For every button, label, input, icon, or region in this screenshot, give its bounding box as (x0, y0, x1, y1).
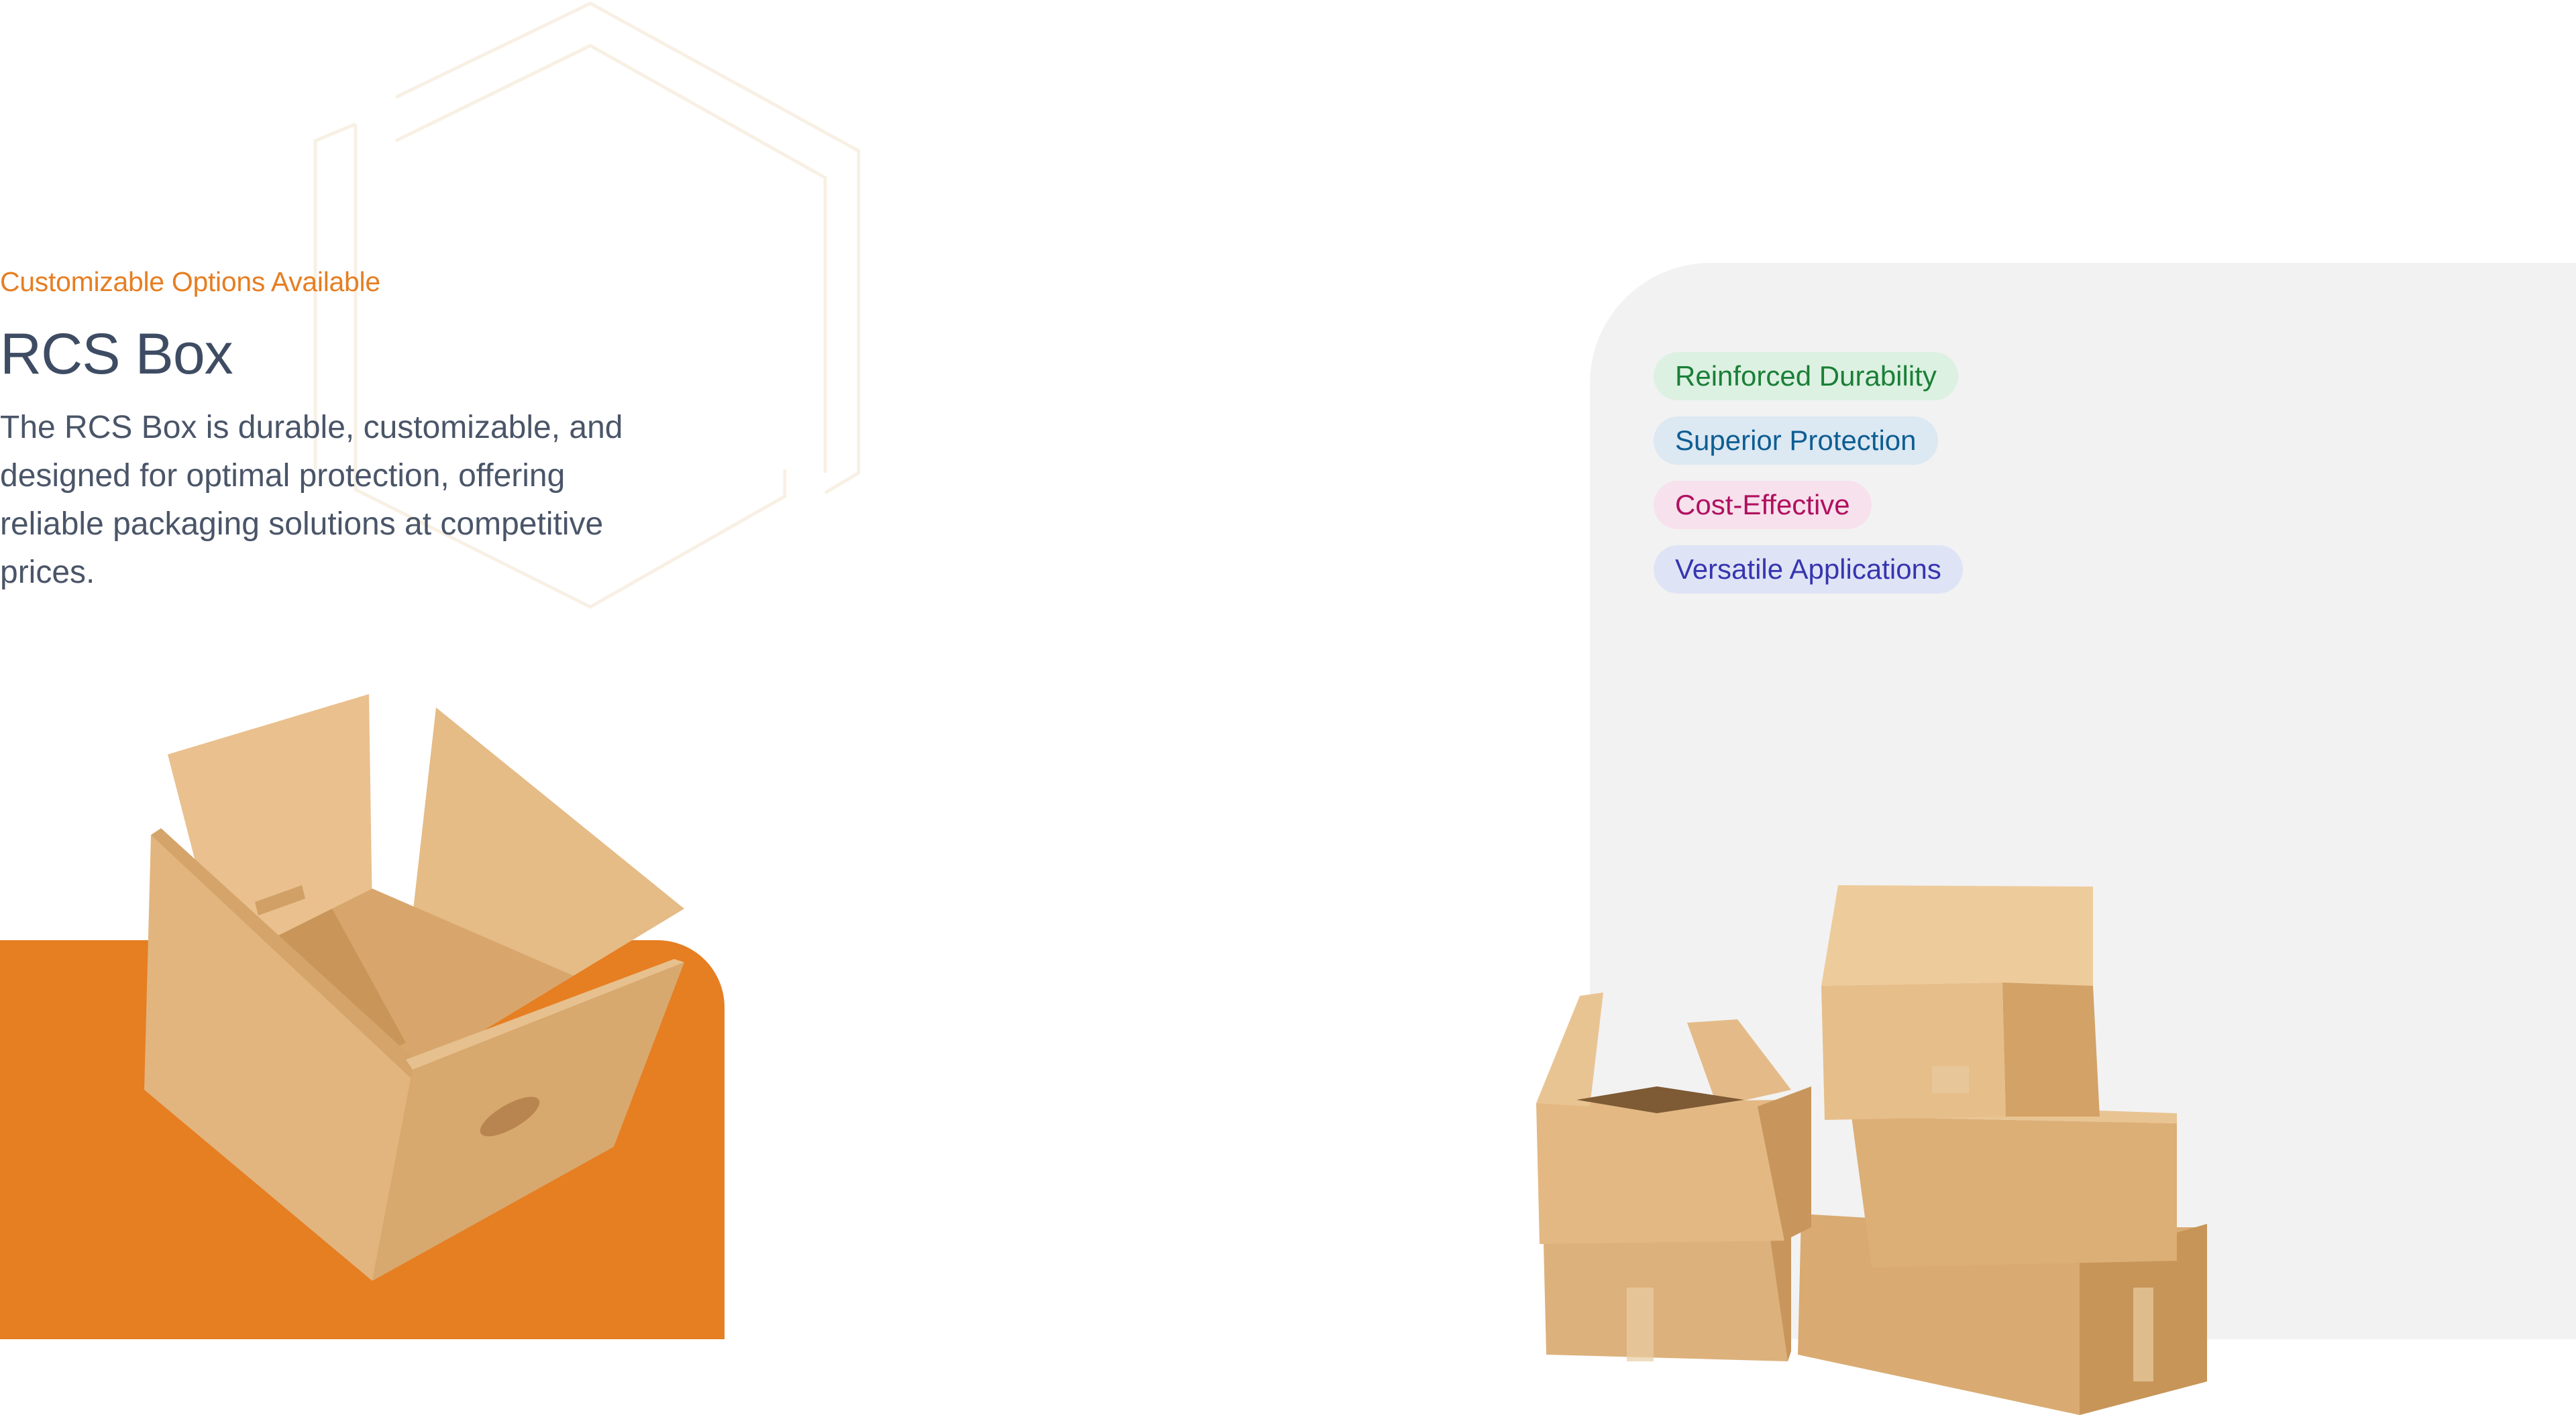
intro-section: Customizable Options Available RCS Box T… (0, 262, 704, 597)
feature-tag-superior-protection: Superior Protection (1654, 416, 1938, 465)
feature-list: Reinforced Durability Superior Protectio… (1654, 352, 1963, 610)
feature-tag-reinforced-durability: Reinforced Durability (1654, 352, 1958, 400)
feature-tag-cost-effective: Cost-Effective (1654, 481, 1872, 529)
page-title: RCS Box (0, 322, 233, 386)
open-box-image (144, 694, 684, 1281)
hexagon-decoration (313, 1, 861, 609)
feature-tag-versatile-applications: Versatile Applications (1654, 545, 1963, 593)
product-description: The RCS Box is durable, customizable, an… (0, 410, 623, 590)
stacked-boxes-image (1536, 885, 2207, 1415)
eyebrow-label: Customizable Options Available (0, 266, 380, 297)
